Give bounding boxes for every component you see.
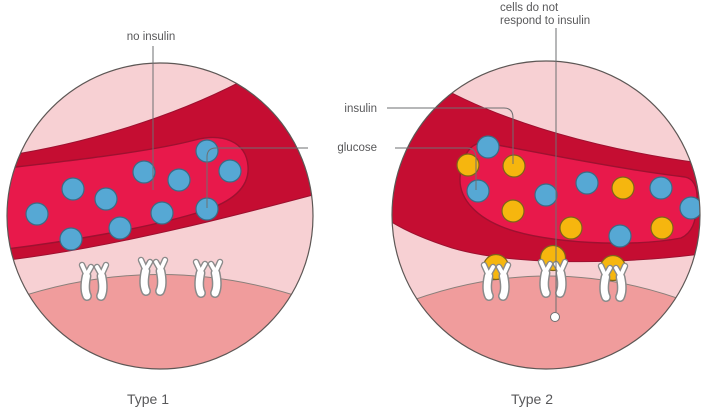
insulin-dot — [650, 216, 674, 240]
type1-circle-outline — [6, 62, 314, 370]
insulin-pointer-line — [387, 107, 514, 164]
glucose-dot — [608, 224, 632, 248]
glucose-dot — [25, 202, 49, 226]
glucose-dot — [59, 227, 83, 251]
type1-cell-tissue — [7, 274, 313, 369]
type2-insulin-dots — [456, 153, 674, 240]
glucose-dot — [61, 177, 85, 201]
type1-panel — [6, 62, 314, 370]
insulin-dot — [502, 154, 526, 178]
glucose-dot — [150, 201, 174, 225]
insulin-dot — [456, 153, 480, 177]
cells-label-line2: respond to insulin — [500, 15, 590, 27]
insulin-label: insulin — [344, 103, 377, 115]
glucose-dot — [476, 135, 500, 159]
type2-glucose-dots — [466, 135, 700, 248]
type2-caption: Type 2 — [511, 391, 553, 407]
cells-label-line1: cells do not — [500, 2, 559, 14]
glucose-label: glucose — [337, 142, 377, 154]
type1-caption: Type 1 — [127, 391, 169, 407]
glucose-pointer-line-left — [206, 147, 308, 208]
glucose-dot — [534, 183, 558, 207]
glucose-dot — [167, 168, 191, 192]
glucose-dot — [575, 171, 599, 195]
glucose-dot — [108, 216, 132, 240]
glucose-dot — [466, 179, 490, 203]
glucose-dot — [218, 159, 242, 183]
glucose-dot — [679, 196, 700, 220]
type2-panel — [391, 60, 701, 370]
insulin-dot — [559, 216, 583, 240]
glucose-dot — [94, 187, 118, 211]
glucose-pointer-line-right — [395, 147, 477, 190]
type1-vessel-lumen — [7, 136, 249, 252]
type1-glucose-dots — [25, 139, 242, 251]
insulin-dot — [611, 176, 635, 200]
glucose-dot — [649, 176, 673, 200]
no-response-dot — [550, 312, 560, 322]
type2-circle-outline — [391, 60, 701, 370]
glucose-dot — [132, 160, 156, 184]
type2-cell-tissue — [392, 276, 700, 369]
insulin-dot — [501, 199, 525, 223]
no-insulin-label: no insulin — [127, 31, 176, 43]
